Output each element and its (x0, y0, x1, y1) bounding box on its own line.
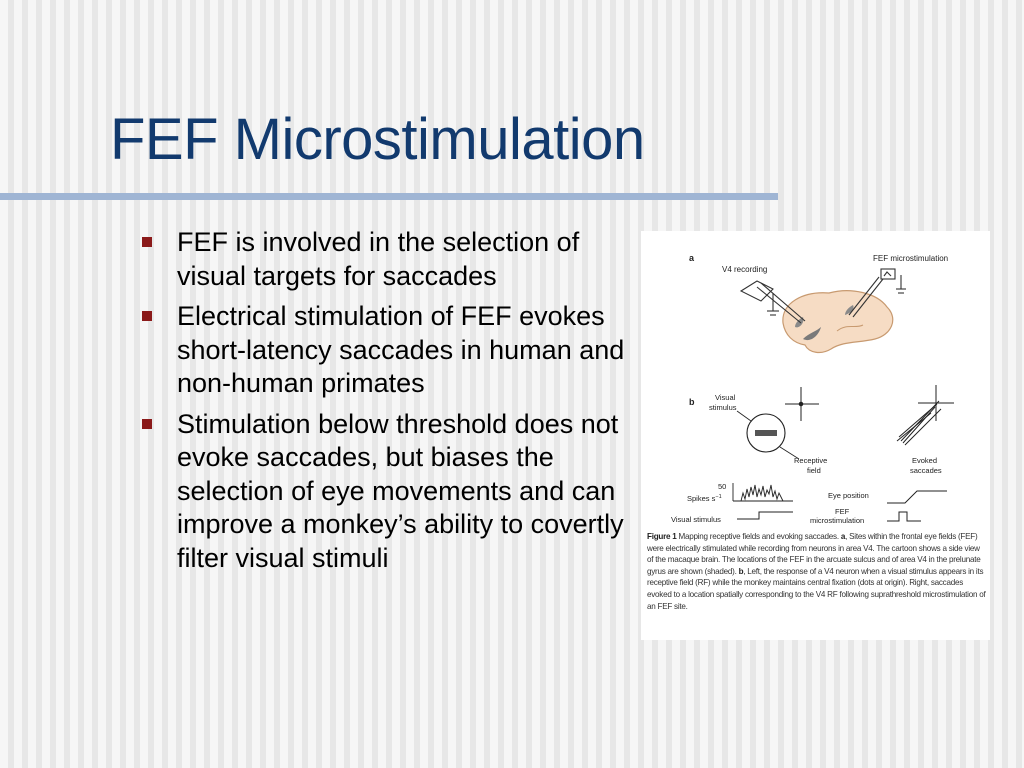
microstimulation-trace (887, 511, 921, 522)
receptive-field-icon (736, 410, 800, 460)
receptive-field-crosshair (785, 387, 819, 421)
bullet-text: Electrical stimulation of FEF evokes sho… (177, 301, 625, 398)
square-bullet-icon (142, 311, 152, 321)
panel-b-label: b (689, 397, 695, 407)
caption-text: Mapping receptive fields and evoking sac… (676, 532, 841, 541)
brain-icon (782, 290, 894, 354)
bullet-item: Electrical stimulation of FEF evokes sho… (140, 300, 630, 401)
caption-text: , Sites within the frontal eye fields (F… (647, 532, 981, 576)
square-bullet-icon (142, 418, 152, 429)
bullet-list: FEF is involved in the selection of visu… (140, 226, 630, 582)
eye-position-trace (887, 490, 947, 504)
bullet-item: Stimulation below threshold does not evo… (140, 408, 630, 576)
panel-a-label: a (689, 253, 695, 263)
caption-text: , Left, the response of a V4 neuron when… (647, 566, 986, 611)
eye-position-label: Eye position (828, 491, 869, 500)
v4-electrode-icon (739, 280, 806, 324)
evoked-saccades-label: Evoked (912, 456, 937, 465)
slide-title: FEF Microstimulation (110, 107, 645, 172)
fef-electrode-icon (848, 268, 906, 318)
spikes-label: Spikes s−1 (687, 494, 722, 503)
bullet-text: FEF is involved in the selection of visu… (177, 227, 580, 291)
title-divider (0, 193, 778, 200)
figure-caption: Figure 1 Mapping receptive fields and ev… (647, 531, 986, 612)
scale-value: 50 (718, 482, 726, 491)
fef-microstimulation-label: FEF microstimulation (873, 254, 948, 263)
receptive-field-label: Receptive (794, 456, 827, 465)
square-bullet-icon (142, 237, 152, 247)
spike-histogram (732, 483, 793, 502)
visual-stimulus-trace (737, 511, 793, 520)
caption-a-label: a (840, 532, 846, 541)
figure-diagram: a V4 recording FEF microstimulation (671, 253, 954, 525)
visual-stimulus-trace-label: Visual stimulus (671, 515, 721, 524)
caption-figure-label: Figure 1 (647, 532, 677, 541)
caption-b-label: b (738, 566, 744, 576)
visual-stimulus-label-2: stimulus (709, 403, 737, 412)
fef-microstimulation-trace-label-2: microstimulation (810, 516, 864, 525)
evoked-saccades-crosshair (896, 385, 954, 446)
v4-recording-label: V4 recording (722, 265, 767, 274)
visual-stimulus-label: Visual (715, 393, 736, 402)
evoked-saccades-label-2: saccades (910, 466, 942, 475)
receptive-field-label-2: field (807, 466, 821, 475)
bullet-text: Stimulation below threshold does not evo… (177, 408, 624, 573)
figure-image: a V4 recording FEF microstimulation (641, 231, 990, 640)
bullet-item: FEF is involved in the selection of visu… (140, 226, 630, 293)
fef-microstimulation-trace-label: FEF (835, 507, 850, 516)
